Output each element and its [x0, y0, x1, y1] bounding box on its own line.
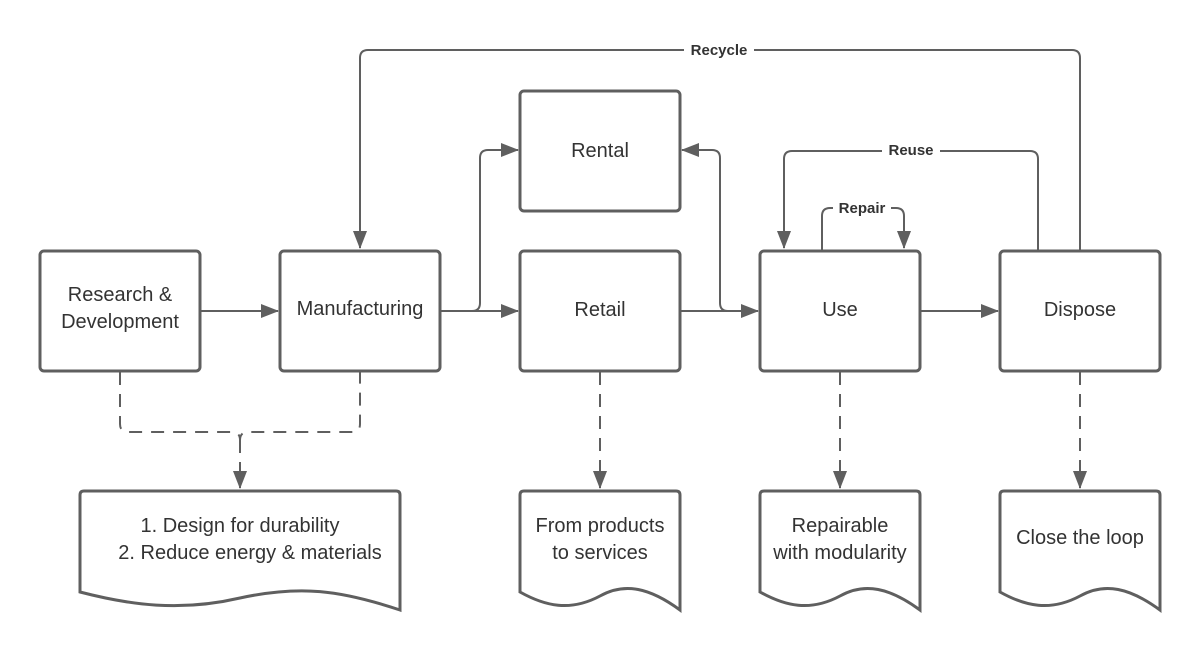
repair-label: Repair: [833, 198, 891, 217]
note-design-line1: 1. Design for durability: [141, 515, 340, 537]
note-services-line2: to services: [552, 542, 648, 564]
node-research-line2: Development: [61, 311, 179, 333]
dashed-bracket-design: [119, 372, 361, 441]
note-repairable-line2: with modularity: [772, 542, 906, 564]
node-retail: Retail: [518, 249, 682, 373]
svg-text:Recycle: Recycle: [691, 42, 748, 59]
node-rental-label: Rental: [571, 140, 629, 162]
node-rental: Rental: [518, 89, 682, 213]
node-manufacturing-label: Manufacturing: [297, 298, 424, 320]
note-services-line1: From products: [536, 515, 665, 537]
note-repairable: Repairable with modularity: [758, 489, 922, 613]
edge-manufacturing-to-rental: [440, 143, 519, 312]
node-dispose: Dispose: [998, 249, 1162, 373]
recycle-label: Recycle: [684, 40, 754, 59]
node-use-label: Use: [822, 299, 858, 321]
note-close-loop-label: Close the loop: [1016, 527, 1144, 549]
node-use: Use: [758, 249, 922, 373]
node-research-development: Research & Development: [38, 249, 202, 373]
node-retail-label: Retail: [574, 299, 625, 321]
reuse-label: Reuse: [882, 141, 940, 160]
node-manufacturing: Manufacturing: [278, 249, 442, 373]
node-dispose-label: Dispose: [1044, 299, 1116, 321]
svg-text:Repair: Repair: [839, 200, 886, 217]
node-research-line1: Research &: [68, 284, 173, 306]
note-repairable-line1: Repairable: [792, 515, 889, 537]
note-design: 1. Design for durability 2. Reduce energ…: [78, 489, 402, 613]
note-services: From products to services: [518, 489, 682, 613]
svg-text:Reuse: Reuse: [888, 142, 933, 159]
note-design-line2: 2. Reduce energy & materials: [118, 542, 381, 564]
note-close-loop: Close the loop: [998, 489, 1162, 613]
edge-use-to-rental: [681, 143, 758, 312]
